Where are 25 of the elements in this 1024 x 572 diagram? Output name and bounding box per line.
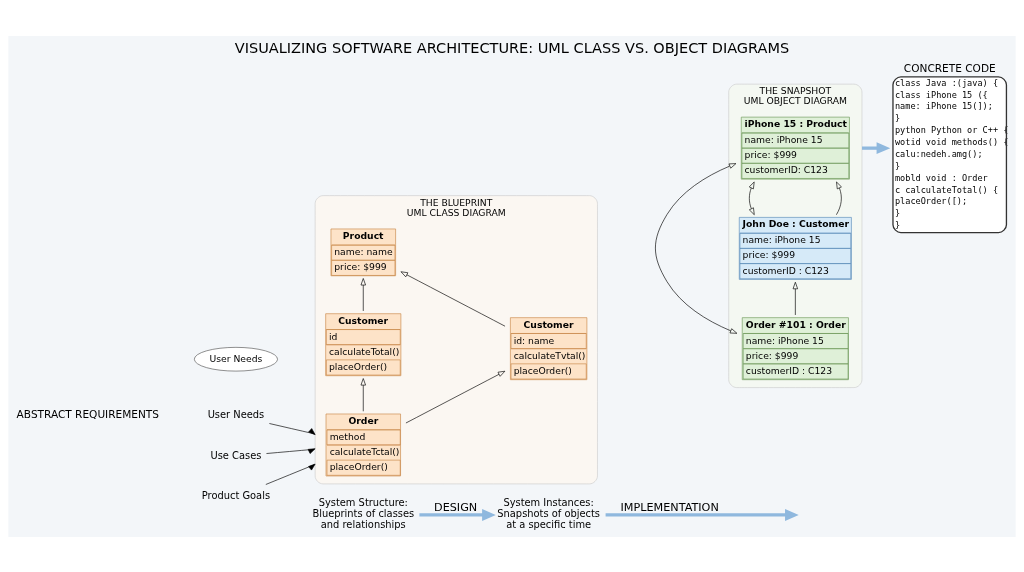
edge-label: DESIGN	[434, 500, 478, 514]
label: ABSTRACT REQUIREMENTS	[16, 407, 160, 420]
arrow	[266, 447, 316, 454]
node-text: User Needs	[207, 408, 265, 420]
node-text: System Instances: Snapshots of objects at a specific time	[497, 496, 600, 530]
arrow	[655, 162, 738, 334]
arrow	[405, 370, 506, 423]
node-text: System Structure: Blueprints of classes and relationships	[312, 496, 415, 530]
arrow	[605, 508, 799, 521]
arrow	[792, 281, 798, 315]
diagram-title: VISUALIZING SOFTWARE ARCHITECTURE: UML CLASS VS. OBJECT DIAGRAMS	[234, 39, 790, 56]
node-label: CONCRETE CODE	[903, 60, 996, 73]
node-text: Product Goals	[201, 489, 271, 501]
node-ellipse: User Needs	[194, 346, 278, 371]
arrow	[360, 377, 366, 412]
arrow	[265, 463, 316, 485]
arrow	[861, 141, 891, 154]
arrow	[748, 181, 755, 215]
arrow	[269, 422, 316, 435]
arrow	[419, 508, 496, 521]
arrow	[836, 181, 842, 215]
edge-label: IMPLEMENTATION	[620, 500, 719, 514]
arrow	[360, 277, 366, 311]
node-text: Use Cases	[210, 449, 262, 460]
arrow	[400, 270, 506, 327]
